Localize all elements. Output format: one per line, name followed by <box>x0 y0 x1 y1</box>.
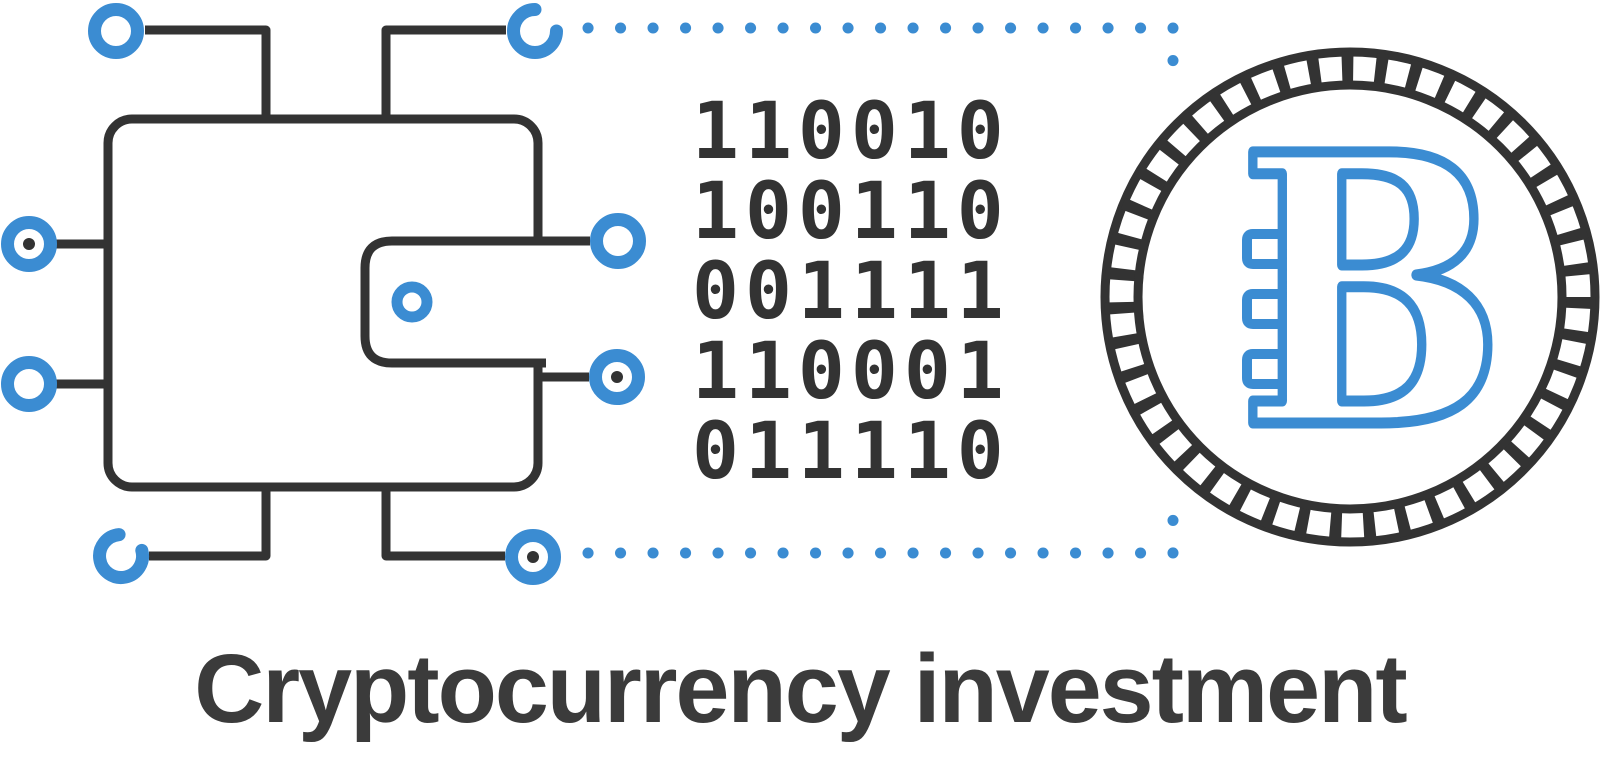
bitcoin-b-symbol: B <box>1238 75 1505 511</box>
binary-row: 001111 <box>692 247 1010 337</box>
binary-row: 110010 <box>692 87 1010 177</box>
circuit-trace-top-right <box>381 25 506 119</box>
binary-row: 110001 <box>692 327 1010 417</box>
wallet-clasp-icon <box>391 281 433 323</box>
circuit-node-left-middle-dot <box>23 238 35 250</box>
bitcoin-bar-middle <box>1242 289 1330 329</box>
circuit-trace-bottom-left <box>149 487 271 561</box>
bitcoin-bar-bottom <box>1242 349 1330 389</box>
circuit-node-top-left-icon <box>88 3 144 59</box>
circuit-node-right-middle-icon <box>590 213 646 269</box>
wallet-pocket <box>360 236 546 368</box>
circuit-node-bottom-right-dot <box>527 551 539 563</box>
crypto-investment-illustration: 110010 100110 001111 110001 011110 B <box>1 3 1600 585</box>
coin-inner-ring <box>1133 80 1567 514</box>
binary-row: 100110 <box>692 167 1010 257</box>
bitcoin-coin-icon: B <box>1100 47 1600 547</box>
circuit-node-right-lower-dot <box>611 371 623 383</box>
dotted-connector-bottom <box>582 513 1179 559</box>
binary-code: 110010 100110 001111 110001 011110 <box>692 87 1010 497</box>
circuit-node-top-right-icon <box>507 3 563 59</box>
circuit-node-bottom-left-icon <box>93 528 149 584</box>
circuit-node-left-lower-icon <box>1 356 57 412</box>
bitcoin-bar-top <box>1242 229 1330 269</box>
circuit-trace-bottom-right <box>381 487 505 561</box>
circuit-trace-top-left <box>145 25 271 119</box>
coin-edge-ticks <box>1104 51 1596 543</box>
crypto-wallet-icon <box>1 3 646 585</box>
binary-row: 011110 <box>692 407 1010 497</box>
dotted-connector-top <box>582 22 1179 99</box>
illustration-title: Cryptocurrency investment <box>194 634 1407 743</box>
